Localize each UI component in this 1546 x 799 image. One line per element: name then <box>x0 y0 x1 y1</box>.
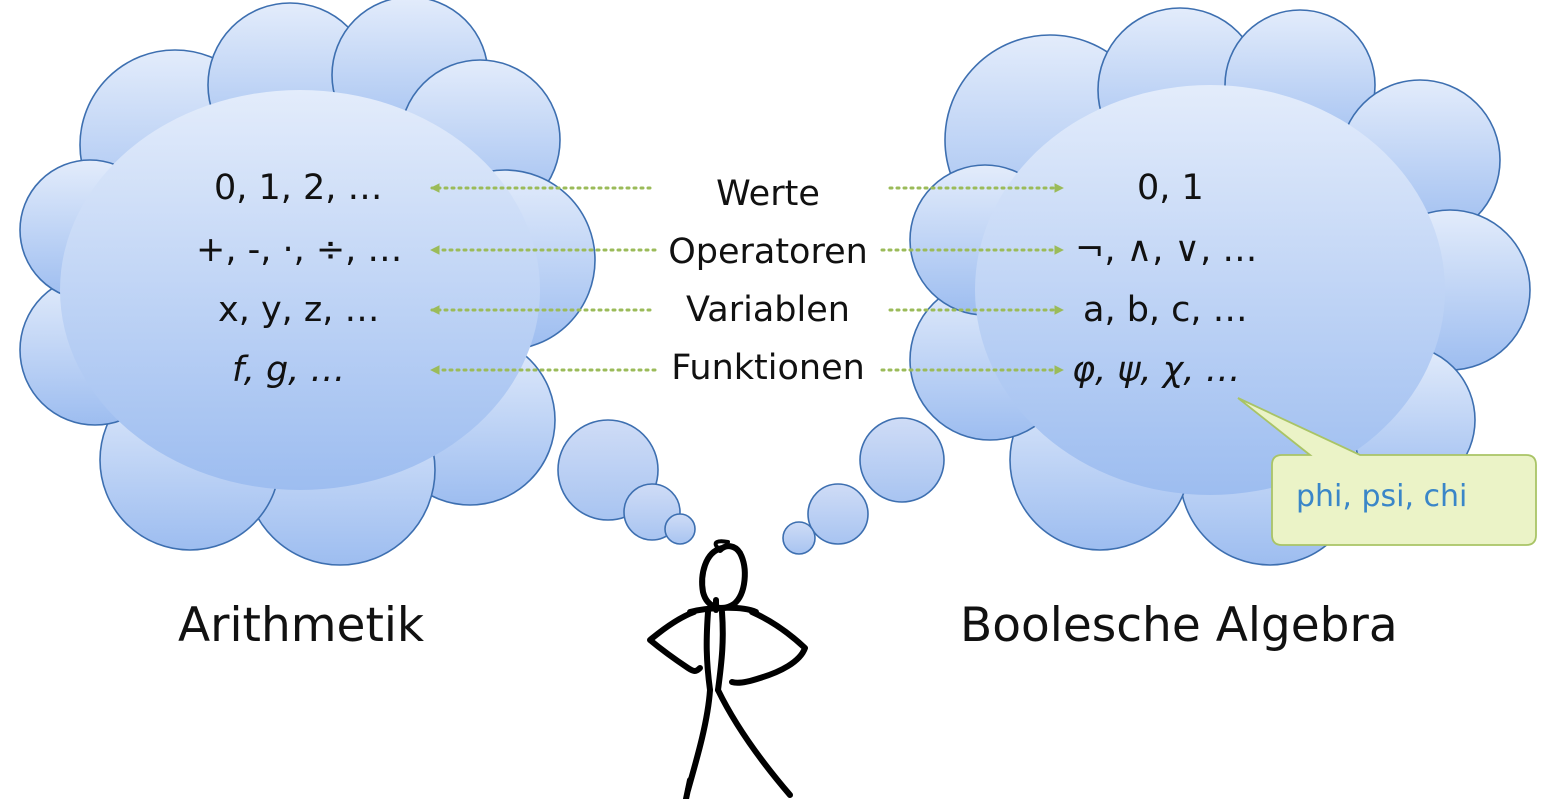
right-thought-cloud <box>909 7 1531 566</box>
middle-label-funktionen: Funktionen <box>671 348 865 388</box>
left-item-variables: x, y, z, … <box>218 290 380 330</box>
right-item-variables: a, b, c, … <box>1083 290 1248 330</box>
middle-label-variablen: Variablen <box>686 290 850 330</box>
left-connector-arrows <box>430 183 657 375</box>
callout-text: phi, psi, chi <box>1296 479 1468 514</box>
stick-figure-thinking-icon <box>647 539 808 799</box>
right-item-functions: φ, ψ, χ, … <box>1072 350 1241 390</box>
right-connector-arrows <box>880 183 1064 375</box>
left-item-operators: +, -, ·, ÷, … <box>196 230 403 270</box>
left-item-values: 0, 1, 2, … <box>214 168 383 208</box>
left-thought-cloud <box>19 0 596 566</box>
left-item-functions: f, g, … <box>232 350 346 390</box>
thought-bubbles <box>557 417 945 555</box>
right-item-values: 0, 1 <box>1137 168 1204 208</box>
right-item-operators: ¬, ∧, ∨, … <box>1075 230 1258 270</box>
left-caption: Arithmetik <box>178 598 425 653</box>
middle-label-werte: Werte <box>716 174 820 214</box>
callout-box <box>1237 397 1537 546</box>
right-caption: Boolesche Algebra <box>960 598 1398 653</box>
middle-label-operatoren: Operatoren <box>668 232 868 272</box>
